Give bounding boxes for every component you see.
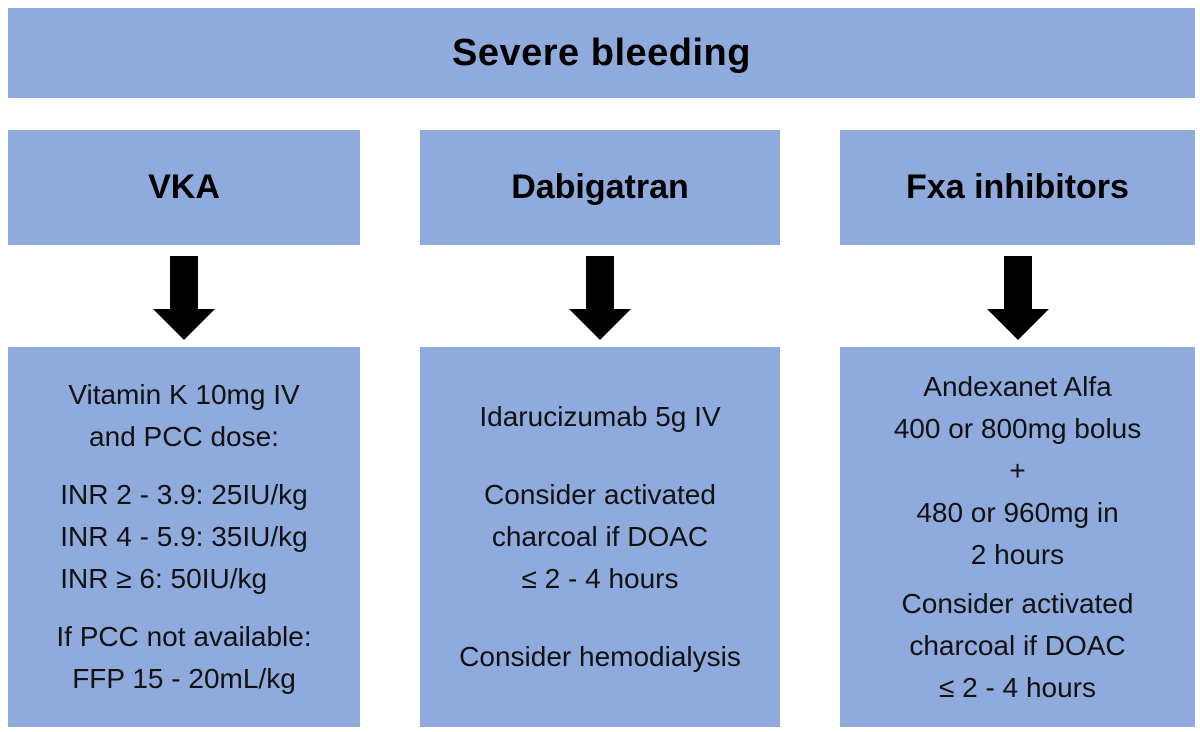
dabigatran-hemodialysis-paragraph: Consider hemodialysis bbox=[459, 636, 741, 678]
text-line: Andexanet Alfa bbox=[923, 370, 1112, 402]
text-line: 480 or 960mg in bbox=[916, 496, 1119, 528]
text-line: Consider hemodialysis bbox=[459, 641, 741, 672]
header-label-vka: VKA bbox=[148, 168, 220, 206]
text-line: INR 4 - 5.9: 35IU/kg bbox=[60, 521, 308, 552]
text-line: Consider activated bbox=[484, 479, 716, 510]
dabigatran-charcoal-paragraph: Consider activated charcoal if DOAC ≤ 2 … bbox=[484, 474, 716, 600]
text-line: 400 or 800mg bolus bbox=[893, 412, 1142, 444]
header-label-dabigatran: Dabigatran bbox=[511, 168, 689, 206]
arrow-row bbox=[0, 245, 1200, 347]
down-arrow-icon bbox=[986, 256, 1049, 340]
text-line: INR ≥ 6: 50IU/kg bbox=[60, 563, 268, 594]
text-line: If PCC not available: bbox=[56, 621, 312, 652]
vka-inr-dosing-paragraph: INR 2 - 3.9: 25IU/kg INR 4 - 5.9: 35IU/k… bbox=[60, 474, 307, 600]
content-box-fxa-inhibitors: Andexanet Alfa 400 or 800mg bolus + 480 … bbox=[840, 347, 1195, 727]
text-line: Vitamin K 10mg IV bbox=[68, 379, 300, 410]
page-title: Severe bleeding bbox=[452, 31, 751, 74]
header-box-dabigatran: Dabigatran bbox=[420, 130, 780, 245]
arrow-cell-vka bbox=[8, 245, 360, 347]
text-line: ≤ 2 - 4 hours bbox=[939, 671, 1096, 703]
arrow-cell-fxa-inhibitors bbox=[840, 245, 1195, 347]
down-arrow-icon bbox=[569, 256, 631, 340]
fxa-charcoal-paragraph: Consider activated charcoal if DOAC ≤ 2 … bbox=[902, 583, 1134, 709]
dabigatran-idarucizumab-paragraph: Idarucizumab 5g IV bbox=[479, 396, 720, 438]
text-line: ≤ 2 - 4 hours bbox=[521, 563, 679, 594]
down-arrow-icon bbox=[153, 256, 215, 340]
text-line: Idarucizumab 5g IV bbox=[479, 401, 721, 432]
content-row: Vitamin K 10mg IV and PCC dose: INR 2 - … bbox=[0, 347, 1200, 727]
text-line: INR 2 - 3.9: 25IU/kg bbox=[60, 479, 308, 510]
header-box-vka: VKA bbox=[8, 130, 360, 245]
content-box-dabigatran: Idarucizumab 5g IV Consider activated ch… bbox=[420, 347, 780, 727]
banner-severe-bleeding: Severe bleeding bbox=[8, 8, 1195, 98]
header-label-fxa-inhibitors: Fxa inhibitors bbox=[906, 168, 1129, 206]
text-line: Consider activated bbox=[901, 587, 1134, 619]
text-line: charcoal if DOAC bbox=[491, 521, 709, 552]
text-line: + bbox=[1009, 454, 1026, 486]
text-line: charcoal if DOAC bbox=[909, 629, 1126, 661]
vka-ffp-paragraph: If PCC not available: FFP 15 - 20mL/kg bbox=[56, 616, 311, 700]
fxa-andexanet-paragraph: Andexanet Alfa 400 or 800mg bolus + 480 … bbox=[894, 366, 1142, 576]
arrow-cell-dabigatran bbox=[420, 245, 780, 347]
text-line: 2 hours bbox=[970, 538, 1065, 570]
text-line: and PCC dose: bbox=[89, 421, 279, 452]
vka-vitamin-k-paragraph: Vitamin K 10mg IV and PCC dose: bbox=[68, 374, 299, 458]
text-line: FFP 15 - 20mL/kg bbox=[72, 663, 296, 694]
header-row: VKA Dabigatran Fxa inhibitors bbox=[0, 130, 1200, 245]
content-box-vka: Vitamin K 10mg IV and PCC dose: INR 2 - … bbox=[8, 347, 360, 727]
header-box-fxa-inhibitors: Fxa inhibitors bbox=[840, 130, 1195, 245]
